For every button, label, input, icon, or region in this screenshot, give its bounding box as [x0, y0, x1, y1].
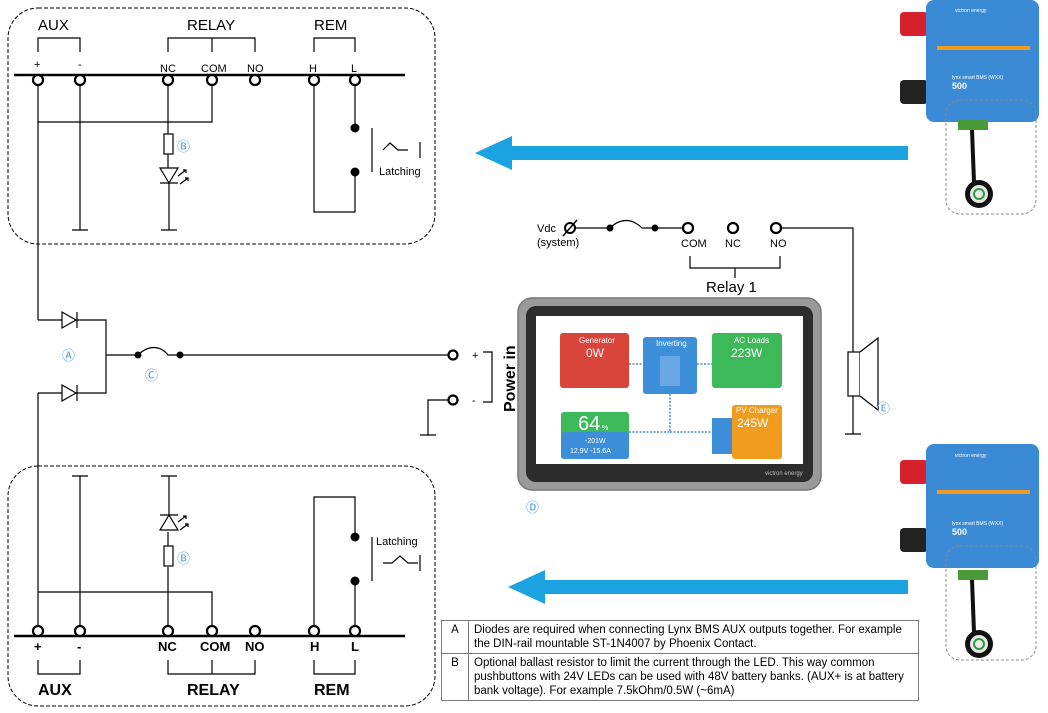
top-aux-bracket: [37, 37, 81, 52]
legend-text: Optional ballast resistor to limit the c…: [468, 653, 919, 701]
callout-d: Ⓓ: [526, 500, 539, 515]
top-led-symbol: [158, 167, 180, 185]
top-relay-bracket: [167, 37, 256, 52]
bottom-rem-label: REM: [314, 682, 350, 699]
battery-detail: 12.9V -15.6A: [570, 448, 611, 455]
battery-power: -201W: [585, 438, 606, 445]
top-flow-arrow: [475, 136, 908, 170]
gx-brand: victron energy: [765, 471, 803, 477]
top-terminals: [31, 73, 362, 87]
top-rem-bracket: [313, 37, 356, 52]
bottom-term-plus: +: [34, 639, 42, 654]
fuse-wire: [106, 346, 448, 356]
legend-table: A Diodes are required when connecting Ly…: [441, 620, 919, 701]
relay-1-title: Relay 1: [706, 279, 757, 296]
battery-percent-unit: %: [602, 425, 608, 432]
buzzer-symbol: [847, 351, 861, 397]
bottom-term-minus: -: [77, 639, 81, 654]
power-in-minus-terminal: [447, 394, 459, 406]
bms-bottom-model-line: lynx smart BMS (WXX): [952, 521, 1003, 527]
top-term-minus: -: [78, 59, 82, 71]
top-term-h: H: [309, 63, 317, 75]
top-aux-minus-ground: [72, 81, 88, 231]
top-term-l: L: [351, 63, 357, 75]
bottom-led-symbol: [158, 513, 180, 531]
pv-title: PV Charger: [736, 406, 778, 415]
diode-upper-symbol: [61, 310, 78, 330]
top-term-plus: +: [34, 59, 40, 71]
bottom-term-no: NO: [245, 639, 265, 654]
bottom-aux-label: AUX: [38, 682, 72, 699]
top-com-wire: [38, 81, 213, 123]
bottom-latching-label: Latching: [376, 536, 418, 548]
bottom-brackets: [37, 660, 356, 675]
bms-top-brand: victron energy: [955, 8, 987, 14]
power-in-plus-terminal: [447, 349, 459, 361]
callout-a: Ⓐ: [62, 348, 75, 363]
top-led-ground: [161, 183, 177, 231]
legend-row: A Diodes are required when connecting Ly…: [441, 620, 919, 654]
top-latching-label: Latching: [379, 166, 421, 178]
bottom-term-l: L: [351, 639, 359, 654]
gx-touch-display: Generator 0W Inverting AC Loads 223W 64 …: [517, 297, 822, 491]
bms-bottom-brand: victron energy: [955, 453, 987, 459]
buzzer-wire: [781, 227, 861, 435]
callout-b-top: Ⓑ: [177, 139, 190, 154]
vdc-label: Vdc: [537, 223, 556, 235]
system-label: (system): [537, 237, 579, 249]
lynx-bms-top: victron energy lynx smart BMS (WXX) 500: [900, 0, 1039, 215]
top-term-no: NO: [247, 63, 264, 75]
legend-text: Diodes are required when connecting Lynx…: [468, 620, 919, 654]
generator-value: 0W: [586, 346, 605, 360]
bottom-relay-label: RELAY: [187, 682, 240, 699]
power-plus-label: +: [472, 350, 478, 362]
bms-bottom-model-number: 500: [952, 527, 967, 537]
top-panel-frame: [7, 7, 436, 245]
bottom-latching-switch: [371, 537, 421, 581]
relay-no-label: NO: [770, 238, 787, 250]
callout-e: Ⓔ: [877, 401, 890, 416]
bottom-term-com: COM: [200, 639, 230, 654]
bms-top-model-number: 500: [952, 81, 967, 91]
top-rem-label: REM: [314, 17, 347, 34]
ac-loads-title: AC Loads: [734, 336, 769, 345]
lynx-bms-bottom: victron energy lynx smart BMS (WXX) 500: [900, 444, 1039, 661]
power-in-ground: [420, 399, 448, 436]
power-in-label: Power in: [502, 345, 519, 412]
top-term-com: COM: [201, 63, 227, 75]
top-ballast-resistor: [163, 133, 174, 155]
top-relay-label: RELAY: [187, 17, 235, 34]
ac-loads-value: 223W: [731, 346, 763, 360]
relay-nc-label: NC: [725, 238, 741, 250]
bms-top-model-line: lynx smart BMS (WXX): [952, 75, 1003, 81]
top-aux-label: AUX: [38, 17, 69, 34]
pv-value: 245W: [737, 416, 769, 430]
bottom-panel-frame: [7, 465, 436, 707]
top-term-nc: NC: [160, 63, 176, 75]
diode-lower-symbol: [61, 383, 78, 403]
generator-title: Generator: [579, 336, 615, 345]
bottom-ballast-resistor: [163, 545, 174, 567]
top-latching-switch: [371, 128, 421, 172]
bottom-flow-arrow: [508, 570, 908, 604]
callout-b-bottom: Ⓑ: [177, 551, 190, 566]
legend-row: B Optional ballast resistor to limit the…: [441, 653, 919, 701]
legend-key: A: [441, 620, 469, 654]
bottom-term-h: H: [310, 639, 319, 654]
bottom-term-nc: NC: [158, 639, 177, 654]
relay-input-wire: [574, 219, 683, 229]
top-rem-h-wire: [313, 81, 356, 213]
power-minus-label: -: [472, 395, 476, 407]
legend-key: B: [441, 653, 469, 701]
battery-percent: 64: [578, 413, 600, 435]
callout-c: Ⓒ: [145, 368, 158, 383]
relay-com-label: COM: [681, 238, 707, 250]
inverting-title: Inverting: [656, 339, 687, 348]
bottom-terminals: [31, 624, 362, 638]
